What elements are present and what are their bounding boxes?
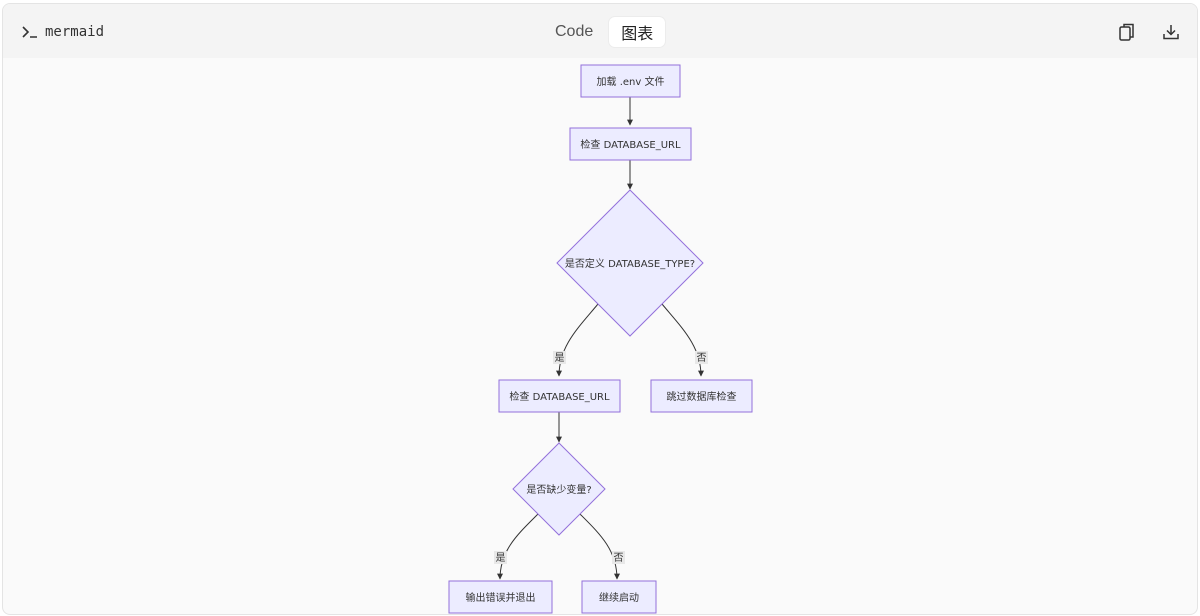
tab-code[interactable]: Code (555, 23, 594, 40)
edge-label-text: 否 (614, 552, 624, 564)
node-skip-check: 跳过数据库检查 (650, 379, 753, 413)
node-check-url-1: 检查 DATABASE_URL (569, 127, 692, 161)
edge-missing-yes (497, 513, 539, 580)
language-indicator: mermaid (21, 22, 104, 42)
node-error-exit: 输出错误并退出 (448, 580, 553, 614)
node-label: 跳过数据库检查 (667, 390, 737, 403)
copy-button[interactable] (1115, 20, 1139, 44)
node-load-env: 加载 .env 文件 (580, 64, 681, 98)
edge-type-yes (556, 303, 599, 377)
language-label: mermaid (45, 24, 105, 40)
node-decision-type: 是否定义 DATABASE_TYPE? (556, 189, 704, 337)
node-label: 是否缺少变量? (526, 483, 591, 496)
diagram-canvas: 加载 .env 文件 检查 DATABASE_URL 是否定义 DATABASE… (3, 58, 1197, 614)
edge-label-type-yes: 是 (553, 351, 566, 364)
node-check-url-2: 检查 DATABASE_URL (498, 379, 621, 413)
edge-label-type-no: 否 (695, 351, 708, 364)
terminal-prompt-icon (22, 26, 37, 38)
node-label: 加载 .env 文件 (597, 75, 665, 88)
node-decision-missing: 是否缺少变量? (512, 442, 606, 536)
copy-icon (1119, 23, 1134, 41)
node-continue-start: 继续启动 (581, 580, 657, 614)
node-label: 输出错误并退出 (466, 591, 536, 604)
download-icon (1163, 25, 1179, 40)
edge-label-text: 是 (555, 352, 565, 364)
edge-type-no (661, 303, 704, 377)
node-label: 是否定义 DATABASE_TYPE? (565, 257, 695, 270)
mermaid-viewer: mermaid Code 图表 (2, 3, 1198, 615)
edge-label-text: 是 (496, 552, 506, 564)
edge-missing-no (579, 513, 620, 580)
view-tabs: Code 图表 (543, 16, 666, 48)
toolbar: mermaid Code 图表 (3, 4, 1197, 58)
edge-label-missing-yes: 是 (494, 551, 507, 564)
node-label: 检查 DATABASE_URL (509, 390, 610, 403)
edge-label-text: 否 (697, 352, 707, 364)
node-label: 继续启动 (599, 591, 639, 604)
download-button[interactable] (1159, 20, 1183, 44)
flowchart: 加载 .env 文件 检查 DATABASE_URL 是否定义 DATABASE… (448, 64, 753, 614)
tab-diagram[interactable]: 图表 (609, 17, 666, 47)
edge-label-missing-no: 否 (612, 551, 625, 564)
node-label: 检查 DATABASE_URL (580, 138, 681, 151)
